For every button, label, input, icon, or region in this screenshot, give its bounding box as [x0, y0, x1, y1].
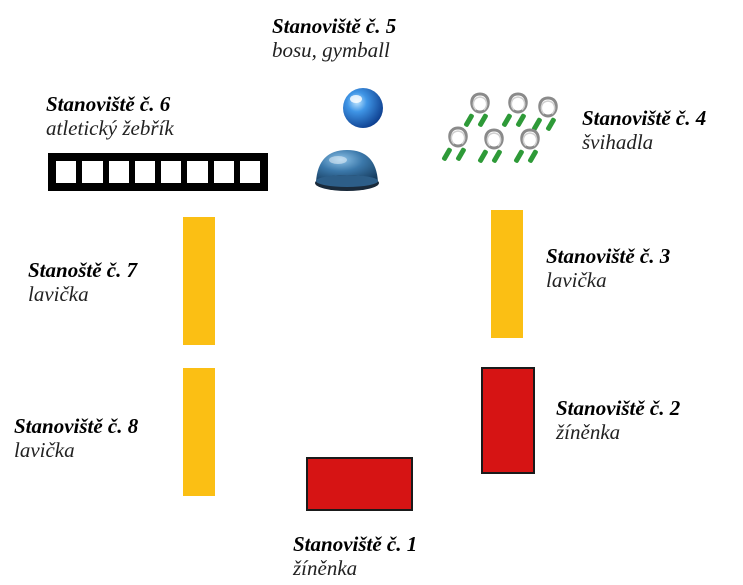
station-4-title: Stanoviště č. 4 [582, 106, 707, 130]
ladder-rung [239, 161, 260, 183]
station-3-label: Stanoviště č. 3 lavička [546, 244, 670, 292]
station-1-desc: žíněnka [293, 556, 358, 581]
station-1-title: Stanoviště č. 1 [293, 532, 418, 556]
station-6-label: Stanoviště č. 6 atletický žebřík [46, 92, 174, 140]
station-7-desc: lavička [28, 282, 89, 307]
station-7-title: Stanoště č. 7 [28, 258, 138, 282]
ladder-rung [134, 161, 155, 183]
station-2-label: Stanoviště č. 2 žíněnka [556, 396, 680, 444]
station-8-desc: lavička [14, 438, 75, 463]
station-5-desc: bosu, gymball [272, 38, 390, 63]
bosu-icon [315, 150, 379, 191]
ladder-rung [82, 161, 103, 183]
station-2-desc: žíněnka [556, 420, 621, 445]
ladder-rung [56, 161, 77, 183]
station-6-desc: atletický žebřík [46, 116, 174, 141]
ladder-rung [187, 161, 208, 183]
bench-station-8 [183, 368, 215, 496]
bench-station-7 [183, 217, 215, 345]
station-3-title: Stanoviště č. 3 [546, 244, 671, 268]
gymball-icon [343, 88, 383, 128]
ladder-rung [108, 161, 129, 183]
jump-ropes-icon [439, 92, 559, 166]
station-1-label: Stanoviště č. 1 žíněnka [293, 532, 417, 580]
station-7-label: Stanoště č. 7 lavička [28, 258, 137, 306]
station-8-label: Stanoviště č. 8 lavička [14, 414, 138, 462]
mat-station-1 [306, 457, 413, 511]
station-2-title: Stanoviště č. 2 [556, 396, 681, 420]
ladder-rung [161, 161, 182, 183]
station-5-title: Stanoviště č. 5 [272, 14, 397, 38]
station-5-label: Stanoviště č. 5 bosu, gymball [272, 14, 396, 62]
station-8-title: Stanoviště č. 8 [14, 414, 139, 438]
station-4-desc: švihadla [582, 130, 654, 155]
agility-ladder [48, 153, 268, 191]
mat-station-2 [481, 367, 535, 474]
station-3-desc: lavička [546, 268, 607, 293]
station-4-label: Stanoviště č. 4 švihadla [582, 106, 706, 154]
bench-station-3 [491, 210, 523, 338]
station-6-title: Stanoviště č. 6 [46, 92, 171, 116]
ladder-rung [213, 161, 234, 183]
